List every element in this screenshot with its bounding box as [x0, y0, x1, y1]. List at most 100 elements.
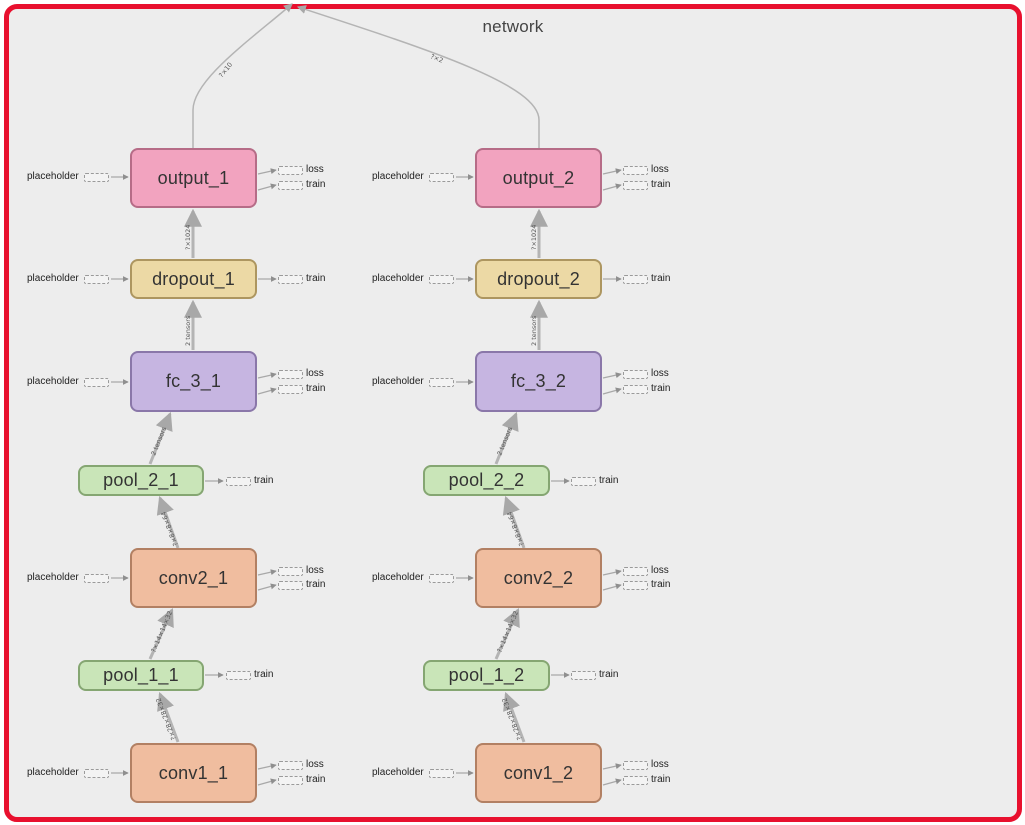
edge-conv2-pool2 — [156, 495, 180, 549]
edge-conv11-train — [257, 778, 277, 786]
train-node[interactable] — [278, 385, 303, 394]
node-dropout-1[interactable]: dropout_1 — [130, 259, 257, 299]
placeholder-node[interactable] — [84, 378, 109, 387]
edge-label-output2-in: ?×1024 — [530, 225, 538, 250]
loss-node[interactable] — [278, 166, 303, 175]
placeholder-label: placeholder — [27, 572, 79, 583]
loss-label: loss — [306, 565, 324, 576]
node-pool1-1[interactable]: pool_1_1 — [78, 660, 204, 691]
edge-conv21-loss — [257, 569, 277, 576]
train-node[interactable] — [278, 776, 303, 785]
node-fc3-2[interactable]: fc_3_2 — [475, 351, 602, 412]
train-label: train — [306, 383, 326, 394]
node-output-1[interactable]: output_1 — [130, 148, 257, 208]
placeholder-node[interactable] — [84, 275, 109, 284]
loss-label: loss — [306, 759, 324, 770]
placeholder-label: placeholder — [27, 767, 79, 778]
train-node[interactable] — [278, 275, 303, 284]
train-node[interactable] — [623, 776, 648, 785]
edge-label-pool22-in: ?×8×8×64 — [505, 510, 525, 547]
loss-node[interactable] — [623, 370, 648, 379]
loss-node[interactable] — [278, 370, 303, 379]
edge-conv22-pool22 — [502, 495, 526, 549]
placeholder-label: placeholder — [372, 171, 424, 182]
edge-conv12-train — [602, 778, 622, 786]
edge-label-fc2-in: 2 tensors — [495, 425, 514, 457]
placeholder-node[interactable] — [429, 173, 454, 182]
loss-node[interactable] — [278, 567, 303, 576]
train-node[interactable] — [278, 181, 303, 190]
edge-label-fc1-in: 2 tensors — [149, 425, 168, 457]
train-node[interactable] — [623, 275, 648, 284]
edge-conv12-pool12 — [503, 691, 526, 743]
train-label: train — [599, 669, 619, 680]
placeholder-label: placeholder — [372, 572, 424, 583]
train-node[interactable] — [226, 671, 251, 680]
placeholder-node[interactable] — [84, 574, 109, 583]
node-pool2-2[interactable]: pool_2_2 — [423, 465, 550, 496]
edge-pool1-conv2 — [148, 607, 174, 660]
edge-pool22-fc2 — [494, 411, 519, 465]
edge-fc1-loss — [257, 372, 277, 379]
edge-label-pool11-in: ?×28×28×32 — [154, 697, 177, 742]
edge-label-top-left: ?×10 — [217, 61, 234, 79]
loss-label: loss — [651, 565, 669, 576]
train-label: train — [651, 579, 671, 590]
placeholder-label: placeholder — [27, 376, 79, 387]
edge-output1-train — [257, 183, 277, 191]
train-label: train — [254, 669, 274, 680]
edge-label-dropout1-in: 2 tensors — [184, 315, 192, 346]
loss-label: loss — [651, 759, 669, 770]
node-conv2-1[interactable]: conv2_1 — [130, 548, 257, 608]
node-pool1-2[interactable]: pool_1_2 — [423, 660, 550, 691]
node-conv1-1[interactable]: conv1_1 — [130, 743, 257, 803]
node-conv1-2[interactable]: conv1_2 — [475, 743, 602, 803]
loss-node[interactable] — [623, 761, 648, 770]
edge-label-conv21-in: ?×14×14×32 — [149, 610, 174, 654]
edge-pool2-fc1 — [148, 411, 173, 465]
placeholder-label: placeholder — [27, 171, 79, 182]
placeholder-node[interactable] — [429, 769, 454, 778]
train-node[interactable] — [226, 477, 251, 486]
train-node[interactable] — [623, 581, 648, 590]
loss-node[interactable] — [623, 567, 648, 576]
loss-node[interactable] — [278, 761, 303, 770]
edge-pool12-conv22 — [494, 607, 520, 660]
edge-conv1-pool1 — [157, 691, 180, 743]
train-node[interactable] — [623, 385, 648, 394]
edge-label-pool12-in: ?×28×28×32 — [500, 697, 523, 742]
placeholder-node[interactable] — [84, 173, 109, 182]
train-node[interactable] — [571, 477, 596, 486]
train-node[interactable] — [278, 581, 303, 590]
placeholder-node[interactable] — [429, 378, 454, 387]
edge-output1-loss — [257, 168, 277, 175]
loss-label: loss — [651, 164, 669, 175]
node-fc3-1[interactable]: fc_3_1 — [130, 351, 257, 412]
edge-output2-train — [602, 183, 622, 191]
edge-fc2-loss — [602, 372, 622, 379]
node-dropout-2[interactable]: dropout_2 — [475, 259, 602, 299]
placeholder-node[interactable] — [429, 574, 454, 583]
placeholder-node[interactable] — [429, 275, 454, 284]
node-pool2-1[interactable]: pool_2_1 — [78, 465, 204, 496]
edge-conv21-train — [257, 583, 277, 591]
edge-conv12-loss — [602, 763, 622, 770]
train-node[interactable] — [571, 671, 596, 680]
train-node[interactable] — [623, 181, 648, 190]
node-conv2-2[interactable]: conv2_2 — [475, 548, 602, 608]
train-label: train — [599, 475, 619, 486]
edge-conv11-loss — [257, 763, 277, 770]
edge-fc2-train — [602, 387, 622, 395]
placeholder-label: placeholder — [372, 273, 424, 284]
train-label: train — [306, 273, 326, 284]
edge-output1-out — [192, 3, 293, 148]
loss-label: loss — [306, 368, 324, 379]
train-label: train — [254, 475, 274, 486]
node-output-2[interactable]: output_2 — [475, 148, 602, 208]
edge-output2-loss — [602, 168, 622, 175]
loss-node[interactable] — [623, 166, 648, 175]
placeholder-node[interactable] — [84, 769, 109, 778]
placeholder-label: placeholder — [27, 273, 79, 284]
